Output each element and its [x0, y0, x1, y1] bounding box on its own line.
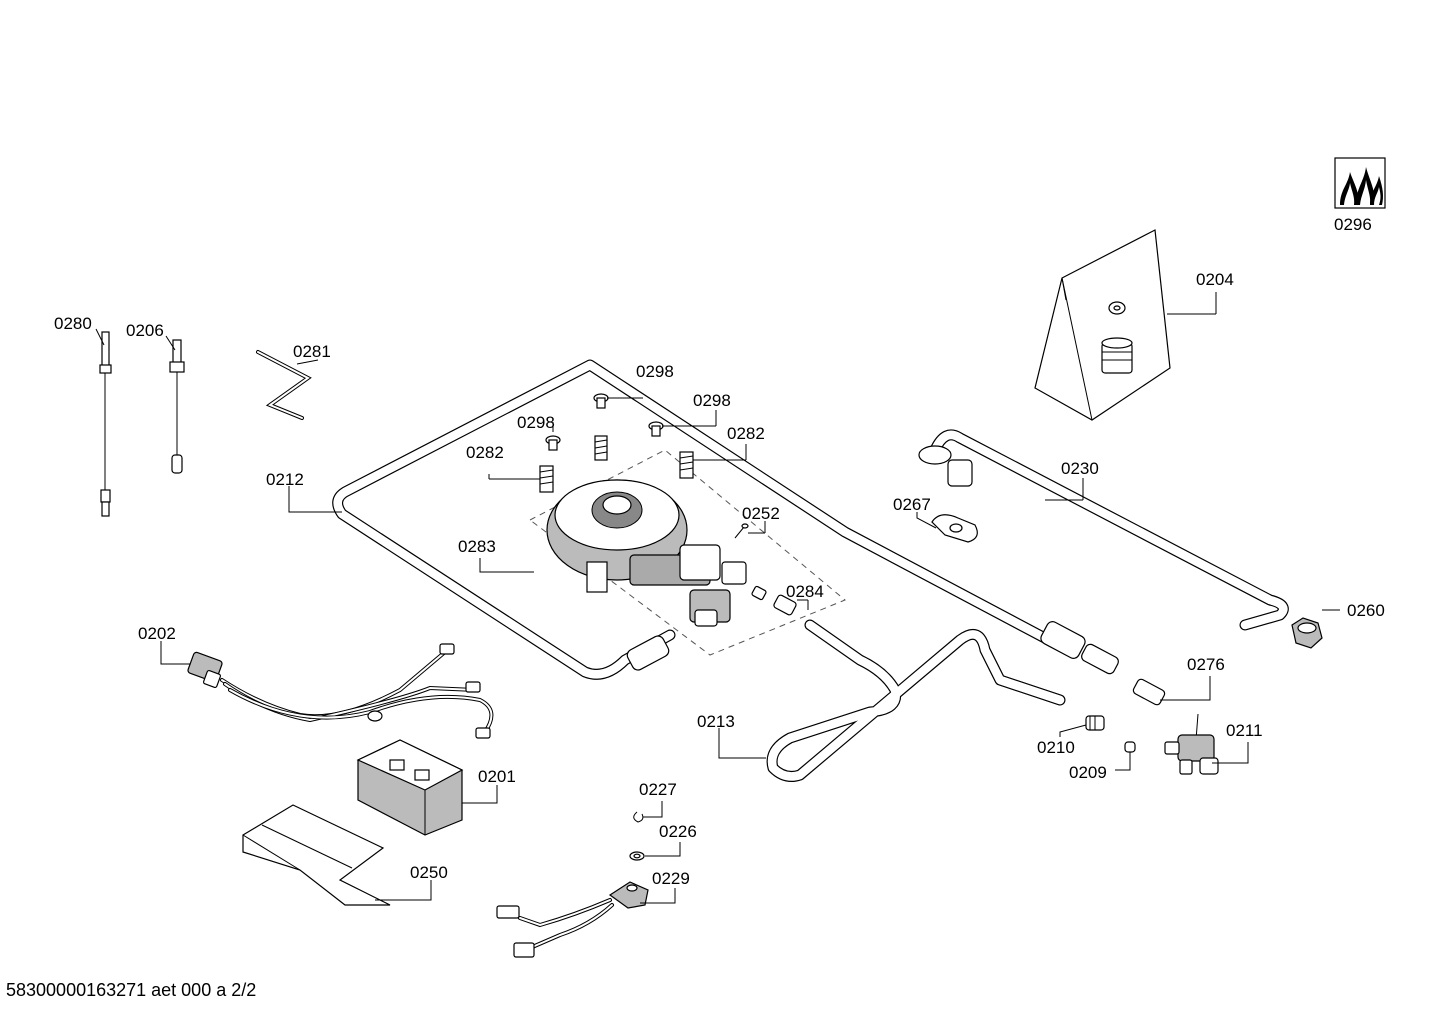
burner-assembly-outline — [529, 449, 846, 656]
label-0298-c: 0298 — [517, 413, 555, 432]
label-0282-a: 0282 — [466, 443, 504, 462]
thermocouple — [99, 331, 112, 517]
label-0298-a: 0298 — [636, 362, 674, 381]
label-0284: 0284 — [786, 582, 824, 601]
label-0211: 0211 — [1226, 721, 1263, 740]
module-cover-0250 — [242, 804, 391, 906]
screw-0298-b — [648, 421, 664, 437]
label-0281: 0281 — [293, 342, 331, 361]
nut-0260 — [1291, 617, 1323, 649]
screw-0298-a — [593, 393, 609, 409]
spring-0282-b — [539, 465, 554, 493]
label-0206: 0206 — [126, 321, 164, 340]
label-0267: 0267 — [893, 495, 931, 514]
nozzle-bag — [1034, 229, 1171, 421]
nozzle-0209 — [1124, 741, 1136, 753]
screw-0252 — [734, 523, 749, 539]
gasket-0267 — [931, 514, 978, 543]
label-0252: 0252 — [742, 504, 780, 523]
label-0209: 0209 — [1069, 763, 1107, 782]
label-0229: 0229 — [652, 869, 690, 888]
label-0296: 0296 — [1334, 215, 1372, 234]
label-0226: 0226 — [659, 822, 697, 841]
label-0280: 0280 — [54, 314, 92, 333]
spring-0282-a — [594, 435, 608, 461]
nozzle-0284 — [751, 585, 797, 616]
label-0204: 0204 — [1196, 270, 1234, 289]
gas-flame-icon — [1334, 157, 1386, 209]
ignition-wire-harness — [187, 643, 494, 739]
washer-0226 — [629, 851, 645, 861]
label-0283: 0283 — [458, 537, 496, 556]
ignition-module-0201 — [356, 739, 464, 836]
screw-0298-c — [545, 435, 561, 451]
label-0230: 0230 — [1061, 459, 1099, 478]
label-0212: 0212 — [266, 470, 304, 489]
gas-pipe-0230 — [918, 429, 1289, 631]
wire-clip — [256, 350, 312, 420]
drawing-reference-footer: 58300000163271 aet 000 a 2/2 — [6, 980, 257, 1000]
burner-valve-body — [546, 479, 747, 627]
label-0201: 0201 — [478, 767, 516, 786]
label-0282-b: 0282 — [727, 424, 765, 443]
ignition-electrode — [169, 339, 185, 474]
label-0210: 0210 — [1037, 738, 1075, 757]
label-0276: 0276 — [1187, 655, 1225, 674]
fitting-0276 — [1132, 678, 1166, 706]
gas-valve-0211 — [1164, 713, 1219, 775]
spring-0282-c — [679, 451, 694, 479]
gas-pipe-0212 — [332, 359, 1119, 680]
label-0250: 0250 — [410, 863, 448, 882]
clip-0227 — [633, 811, 644, 823]
label-0260: 0260 — [1347, 601, 1385, 620]
label-0202: 0202 — [138, 624, 176, 643]
gas-pipe-0213 — [766, 619, 1066, 782]
label-0227: 0227 — [639, 780, 677, 799]
label-0213: 0213 — [697, 712, 735, 731]
fitting-0210 — [1085, 715, 1105, 731]
sensor-0229 — [496, 881, 649, 958]
label-0298-b: 0298 — [693, 391, 731, 410]
